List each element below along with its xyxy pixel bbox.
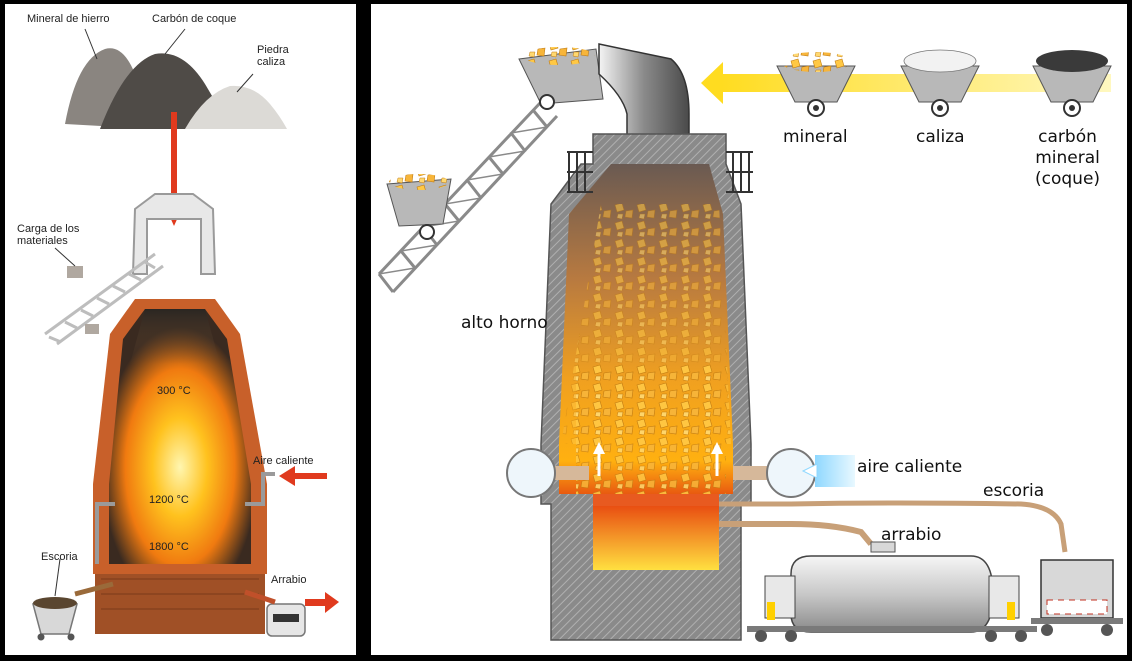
- coke-cart-icon: [1032, 50, 1112, 117]
- charging-ramp: [44, 252, 164, 346]
- slag-car-icon: [1031, 559, 1123, 636]
- label-limestone-cart: caliza: [916, 127, 965, 147]
- label-limestone: Piedra caliza: [257, 44, 289, 68]
- ore-cart-icon: [776, 52, 856, 117]
- slag-cart-icon: [32, 581, 114, 641]
- label-temp-1800: 1800 °C: [149, 541, 189, 553]
- label-hot-air: aire caliente: [857, 457, 963, 477]
- label-slag: escoria: [983, 481, 1045, 501]
- label-iron-ore: Mineral de hierro: [27, 13, 110, 25]
- label-coke-cart: carbón mineral (coque): [1035, 127, 1101, 189]
- left-leader-lines: [54, 28, 254, 597]
- torpedo-car-icon: [747, 541, 1037, 642]
- label-charging: Carga de los materiales: [17, 223, 80, 247]
- label-blast-furnace: alto horno: [461, 313, 548, 333]
- top-railings: [567, 151, 753, 193]
- pig-iron-ladle-icon: [244, 589, 339, 637]
- hot-air-blowers: [506, 442, 855, 498]
- raw-material-piles: [65, 48, 287, 129]
- skip-cart-icon-lower: [85, 324, 99, 334]
- label-slag: Escoria: [41, 551, 78, 563]
- label-temp-1200: 1200 °C: [149, 494, 189, 506]
- furnace-body: [93, 299, 267, 634]
- blast-furnace-shell: [540, 133, 752, 641]
- label-pig-iron: Arrabio: [271, 574, 307, 586]
- pig-iron-stream: [719, 521, 874, 546]
- hot-air-pipes: [95, 472, 275, 564]
- left-diagram-panel: Mineral de hierro Carbón de coque Piedra…: [5, 4, 356, 655]
- limestone-cart-icon: [900, 49, 980, 117]
- skip-hoist-ramp: [377, 100, 559, 294]
- skip-cart-icon: [67, 266, 83, 278]
- label-hot-air: Aire caliente: [253, 455, 314, 467]
- right-furnace-illustration: [377, 43, 1123, 642]
- skip-car-lower-icon: [386, 174, 452, 240]
- slag-stream: [719, 500, 1068, 553]
- top-hopper: [131, 193, 217, 275]
- label-coke: Carbón de coque: [152, 13, 237, 25]
- skip-car-top-icon: [518, 47, 604, 110]
- right-diagram-panel: mineral caliza carbón mineral (coque) al…: [371, 4, 1127, 655]
- label-pig-iron: arrabio: [881, 525, 942, 545]
- hot-air-arrow: [279, 466, 327, 486]
- left-furnace-illustration: [32, 28, 339, 641]
- label-temp-300: 300 °C: [157, 385, 191, 397]
- label-ore-cart: mineral: [783, 127, 848, 147]
